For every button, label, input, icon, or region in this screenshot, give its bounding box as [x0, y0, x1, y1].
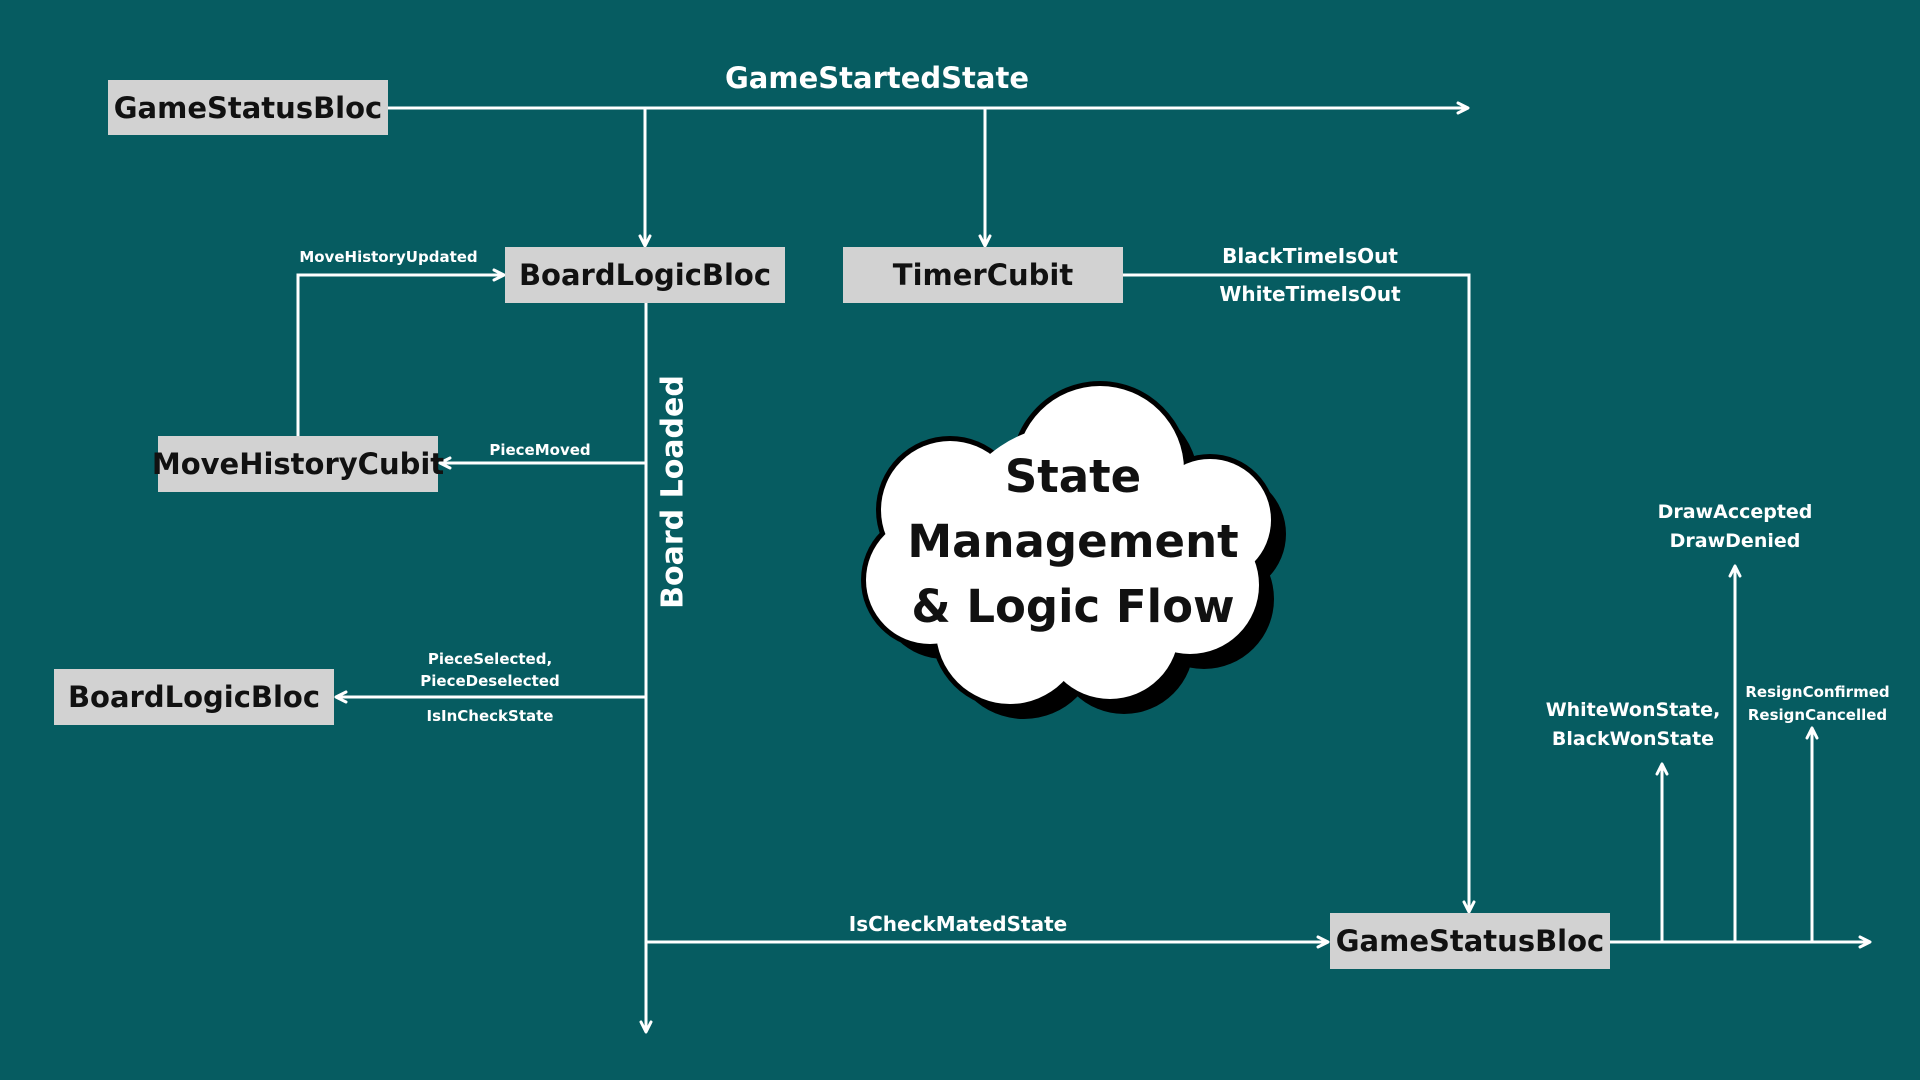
node-board-logic-bloc-top: BoardLogicBloc: [505, 247, 785, 303]
label-black-time-out: BlackTimeIsOut: [1222, 244, 1398, 268]
label-white-won: WhiteWonState,: [1545, 699, 1721, 721]
label-is-check-mated: IsCheckMatedState: [848, 912, 1068, 936]
label-resign-confirmed: ResignConfirmed: [1745, 683, 1890, 701]
label-game-started: GameStartedState: [725, 61, 1030, 95]
label-black-won: BlackWonState: [1551, 728, 1715, 750]
node-board-logic-bloc-left: BoardLogicBloc: [54, 669, 334, 725]
node-move-history-cubit: MoveHistoryCubit: [152, 436, 444, 492]
label-piece-deselected: PieceDeselected: [420, 672, 560, 690]
label-move-history-updated: MoveHistoryUpdated: [299, 248, 478, 266]
label-draw-denied: DrawDenied: [1669, 530, 1801, 552]
cloud-title: State Management & Logic Flow: [888, 444, 1258, 639]
cloud-title-line2: Management: [907, 515, 1239, 568]
label-piece-moved: PieceMoved: [489, 441, 591, 459]
cloud-title-line1: State: [1004, 450, 1142, 503]
label-draw-accepted: DrawAccepted: [1657, 501, 1813, 523]
node-game-status-bloc-top: GameStatusBloc: [108, 80, 388, 135]
label-piece-selected: PieceSelected,: [427, 650, 553, 668]
node-game-status-bloc-bottom: GameStatusBloc: [1330, 913, 1610, 969]
cloud-shape: [861, 381, 1286, 719]
label-resign-cancelled: ResignCancelled: [1747, 706, 1888, 724]
cloud-title-line3: & Logic Flow: [911, 580, 1235, 633]
node-timer-cubit: TimerCubit: [843, 247, 1123, 303]
edge-move-history-updated: [296, 268, 506, 436]
edge-timer-timeout: [1123, 273, 1476, 914]
label-is-in-check: IsInCheckState: [426, 707, 554, 725]
label-white-time-out: WhiteTimeIsOut: [1219, 282, 1401, 306]
label-board-loaded: Board Loaded: [655, 375, 691, 609]
